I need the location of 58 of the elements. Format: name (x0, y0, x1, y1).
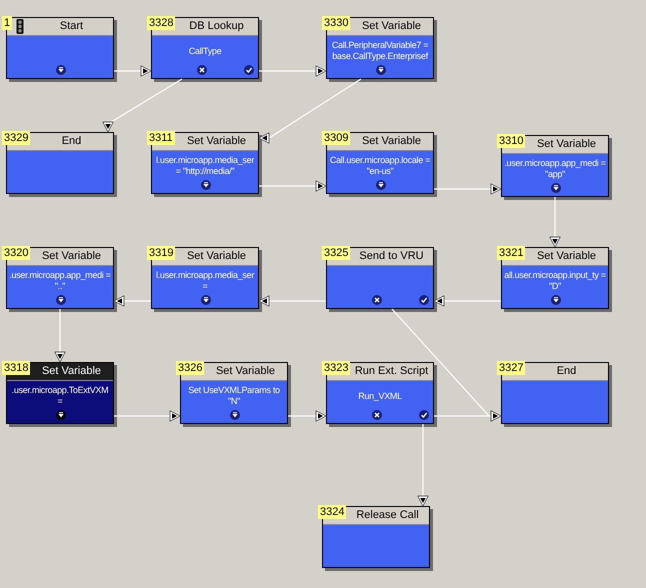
connector-arrow (392, 308, 502, 422)
connector-arrow (114, 295, 151, 307)
node-id-label: 3320 (2, 246, 30, 260)
node-text: .user.microapp.ToExtVXM = (10, 385, 110, 407)
connector-arrow (434, 295, 501, 307)
node-text: l.user.microapp.media_ser = "http://media/" (154, 155, 256, 177)
node-id-label: 3328 (147, 16, 176, 30)
node-id-label: 3321 (497, 246, 526, 260)
node-id-label: 3323 (322, 361, 350, 375)
node-id-label: 3326 (176, 361, 204, 375)
node-title: DB Lookup (188, 20, 245, 33)
connector-arrow (114, 410, 180, 422)
node-text: all.user.microapp.input_ty = "D" (504, 270, 606, 292)
node-title: Set Variable (40, 250, 102, 263)
connector-arrow (258, 78, 362, 144)
connector-arrow (259, 180, 326, 192)
node-id-label: 3325 (322, 246, 350, 260)
node-title: End (556, 365, 578, 378)
node-text: Call.PeripheralVariable7 = base.CallType.Enterprisef (330, 40, 430, 62)
node-text: Set UseVXMLParams to "N" (187, 385, 281, 407)
node-title: Set Variable (214, 365, 276, 378)
node-title: End (60, 135, 82, 148)
node-title: Set Variable (536, 138, 598, 151)
node-id-label: 3329 (2, 131, 30, 145)
node-title: Set Variable (536, 250, 598, 263)
node-title: Start (58, 20, 84, 33)
node-id-label: 3310 (497, 134, 526, 148)
node-id-label: 3309 (322, 131, 350, 145)
node-title: Set Variable (360, 135, 422, 148)
node-text: .user.microapp.app_medi = "app" (504, 158, 606, 180)
node-title: Send to VRU (358, 250, 425, 263)
connector-arrow (434, 183, 502, 195)
node-text: Call.user.microapp.locale = "en-us" (329, 155, 431, 177)
node-id-label: 3311 (147, 131, 175, 145)
connector-arrow (549, 197, 561, 248)
node-title: Run Ext. Script (354, 365, 430, 378)
node-id-label: 3327 (497, 361, 526, 375)
connector-arrow (259, 65, 326, 77)
node-title: Release Call (355, 509, 420, 522)
node-text: Run_VXML (358, 390, 402, 402)
node-id-label: 3318 (2, 361, 30, 375)
connector-arrow (258, 295, 326, 307)
connector-arrow (114, 65, 152, 77)
node-text: l.user.microapp.media_ser = (154, 270, 256, 292)
node-title: Set Variable (40, 365, 102, 378)
node-id-label: 3324 (318, 505, 346, 519)
node-text: CallType (188, 46, 222, 56)
node-id-label: 1 (2, 16, 12, 30)
connector-arrow (102, 78, 182, 132)
node-title: Set Variable (360, 20, 422, 33)
node-title: Set Variable (186, 250, 248, 263)
node-id-label: 3319 (147, 246, 176, 260)
node-id-label: 3330 (322, 16, 350, 30)
connector-arrow (288, 410, 326, 422)
connector-arrow (417, 424, 429, 506)
connector-arrow (54, 309, 66, 362)
node-title: Set Variable (186, 135, 248, 148)
node-text: .user.microapp.app_medi = ".." (9, 270, 111, 292)
